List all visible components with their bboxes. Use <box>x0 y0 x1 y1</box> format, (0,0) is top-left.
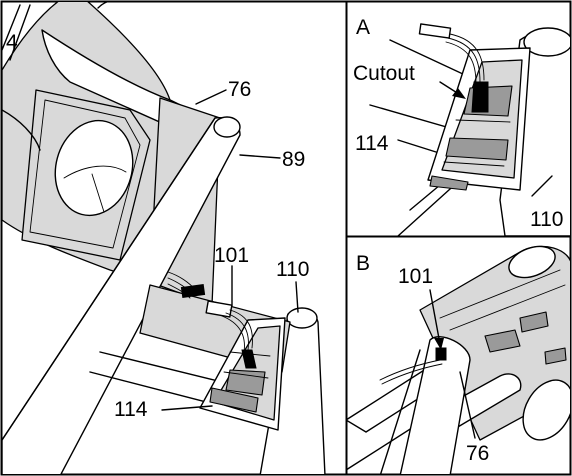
callout-76: 76 <box>228 78 251 101</box>
arrowhead-101-b <box>434 338 444 350</box>
callout-114: 114 <box>114 398 148 421</box>
leader-114-a <box>397 139 437 153</box>
inset-b: B 101 76 <box>345 235 572 476</box>
leader-101-b <box>429 289 441 345</box>
callout-101-b: 101 <box>398 265 433 288</box>
callout-110-a: 110 <box>530 208 563 231</box>
main-panel: 4 76 89 101 110 114 <box>0 0 348 476</box>
callout-76-b: 76 <box>466 442 489 465</box>
callout-101: 101 <box>214 244 249 267</box>
callout-110: 110 <box>276 258 309 281</box>
leader-110 <box>295 281 299 313</box>
callout-89: 89 <box>282 148 305 171</box>
inset-a-label: A <box>356 16 370 39</box>
cutout-label: Cutout <box>353 62 415 85</box>
leader-76 <box>195 89 227 105</box>
inset-b-label: B <box>356 252 370 275</box>
cutout-arrowhead <box>452 88 466 99</box>
callout-114-a: 114 <box>355 132 389 155</box>
leader-76-b <box>459 371 476 439</box>
leader-110-a <box>531 175 553 197</box>
inset-a: A Cutout 114 110 <box>345 0 572 238</box>
wire-harness-101 <box>167 271 257 369</box>
leader-114 <box>161 405 213 411</box>
step-number: 4 <box>6 31 18 54</box>
leader-89 <box>239 154 281 159</box>
